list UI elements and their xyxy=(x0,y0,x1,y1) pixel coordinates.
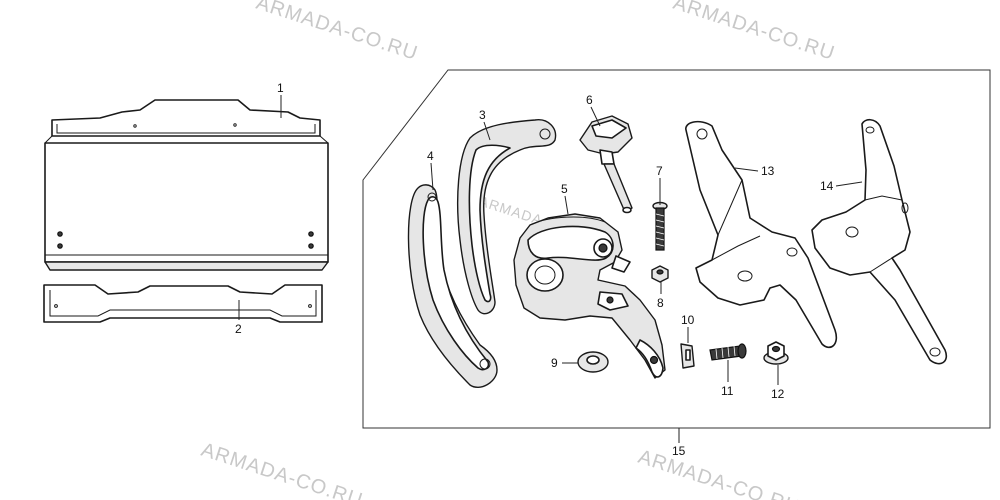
part-14-bracket xyxy=(811,118,948,365)
part-1-windscreen xyxy=(44,99,329,271)
part-5-clamp-assembly xyxy=(513,213,666,379)
callout-4: 4 xyxy=(427,149,434,163)
callout-10: 10 xyxy=(681,313,695,327)
callout-5: 5 xyxy=(561,182,568,196)
watermark-bottom-right: ARMADA-CO.RU xyxy=(635,446,802,500)
part-8-small-nut xyxy=(651,265,669,283)
callout-8: 8 xyxy=(657,296,664,310)
callout-6: 6 xyxy=(586,93,593,107)
assembly-frame xyxy=(362,69,991,429)
callout-labels: 1 2 3 4 5 6 7 8 9 10 11 12 13 14 15 xyxy=(235,81,834,458)
part-6-knob-bolt xyxy=(579,115,633,214)
part-7-screw xyxy=(652,201,668,251)
part-11-bolt xyxy=(709,343,747,361)
leader-4 xyxy=(430,162,434,191)
part-9-washer xyxy=(577,351,609,373)
part-13-bracket xyxy=(685,120,838,349)
leader-3 xyxy=(483,121,491,141)
callout-14: 14 xyxy=(820,179,834,193)
callout-15: 15 xyxy=(672,444,686,458)
part-4-curved-rail xyxy=(407,184,498,388)
callout-12: 12 xyxy=(771,387,785,401)
leader-13 xyxy=(734,167,759,172)
part-10-clip-nut xyxy=(680,343,695,369)
leader-6 xyxy=(590,106,601,127)
callout-2: 2 xyxy=(235,322,242,336)
callout-1: 1 xyxy=(277,81,284,95)
callout-7: 7 xyxy=(656,164,663,178)
callout-9: 9 xyxy=(551,356,558,370)
leader-14 xyxy=(835,181,863,187)
watermark-bottom-left: ARMADA-CO.RU xyxy=(198,439,365,500)
callout-11: 11 xyxy=(721,384,734,398)
part-12-flange-nut xyxy=(763,341,789,365)
leader-5 xyxy=(564,195,569,215)
watermark-top-left: ARMADA-CO.RU xyxy=(253,0,420,65)
part-2-lower-trim xyxy=(43,284,323,323)
watermark-top-right: ARMADA-CO.RU xyxy=(670,0,837,65)
callout-13: 13 xyxy=(761,164,775,178)
part-3-curved-rail xyxy=(457,119,557,315)
leader-lines xyxy=(238,95,863,443)
callout-3: 3 xyxy=(479,108,486,122)
